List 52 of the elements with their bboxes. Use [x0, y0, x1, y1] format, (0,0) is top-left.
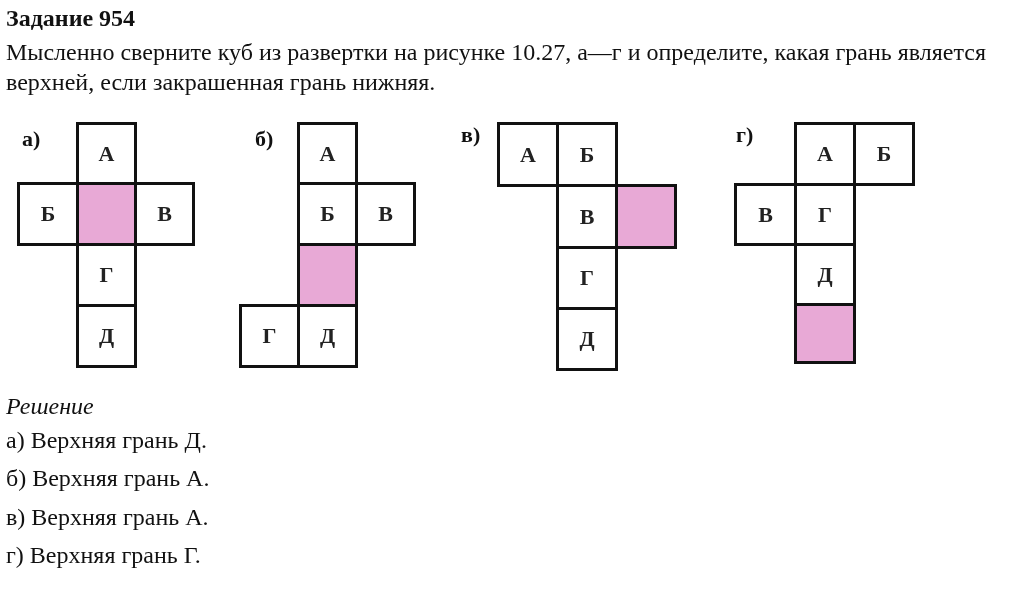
- net-label: г): [736, 121, 754, 149]
- cube-face-square: [76, 304, 137, 368]
- task-heading: Задание 954: [6, 4, 136, 33]
- face-letter: А: [98, 140, 115, 167]
- cube-face-square: [297, 304, 358, 368]
- cube-face-square: [297, 122, 358, 185]
- cube-face-square: [556, 246, 618, 310]
- answer-text: б) Верхняя грань А.: [6, 464, 210, 493]
- face-letter: Д: [319, 323, 336, 349]
- answer-text: г) Верхняя грань Г.: [6, 541, 201, 570]
- face-letter: Д: [817, 261, 833, 288]
- cube-face-square: [239, 304, 300, 368]
- net-label: а): [22, 125, 41, 153]
- cube-face-square: [17, 182, 79, 246]
- face-letter: Б: [876, 141, 892, 167]
- face-letter: В: [378, 201, 393, 227]
- cube-face-square: [556, 307, 618, 371]
- cube-face-square: [734, 183, 797, 246]
- shaded-face-square: [297, 243, 358, 307]
- shaded-face-square: [615, 184, 677, 249]
- cube-face-square: [556, 122, 618, 187]
- face-letter: Б: [320, 201, 335, 227]
- cube-face-square: [355, 182, 416, 246]
- net-label: б): [255, 125, 274, 153]
- face-letter: Г: [580, 265, 594, 291]
- face-letter: В: [157, 201, 172, 227]
- cube-face-square: [76, 122, 137, 185]
- face-letter: А: [319, 140, 336, 167]
- face-letter: В: [579, 203, 595, 230]
- cube-face-square: [76, 243, 137, 307]
- face-letter: А: [817, 141, 833, 167]
- face-letter: А: [520, 141, 536, 168]
- face-letter: Г: [818, 201, 832, 228]
- face-letter: В: [758, 201, 773, 228]
- answer-text: а) Верхняя грань Д.: [6, 426, 207, 455]
- face-letter: Б: [40, 201, 56, 227]
- cube-face-square: [853, 122, 915, 186]
- face-letter: Г: [262, 323, 277, 349]
- cube-face-square: [794, 243, 856, 306]
- face-letter: Г: [99, 262, 114, 288]
- task-text: Мысленно сверните куб из развертки на рисунке 10.27, а—г и определите, какая грань является верхней, если закрашенная грань нижняя.: [6, 38, 987, 97]
- face-letter: Д: [579, 326, 595, 352]
- answer-text: в) Верхняя грань А.: [6, 503, 209, 532]
- face-letter: Д: [98, 323, 115, 349]
- solution-heading: Решение: [6, 392, 94, 421]
- net-label: в): [461, 121, 481, 149]
- cube-face-square: [134, 182, 195, 246]
- cube-face-square: [794, 122, 856, 186]
- cube-face-square: [497, 122, 559, 187]
- shaded-face-square: [794, 303, 856, 364]
- face-letter: Б: [579, 141, 595, 168]
- shaded-face-square: [76, 182, 137, 246]
